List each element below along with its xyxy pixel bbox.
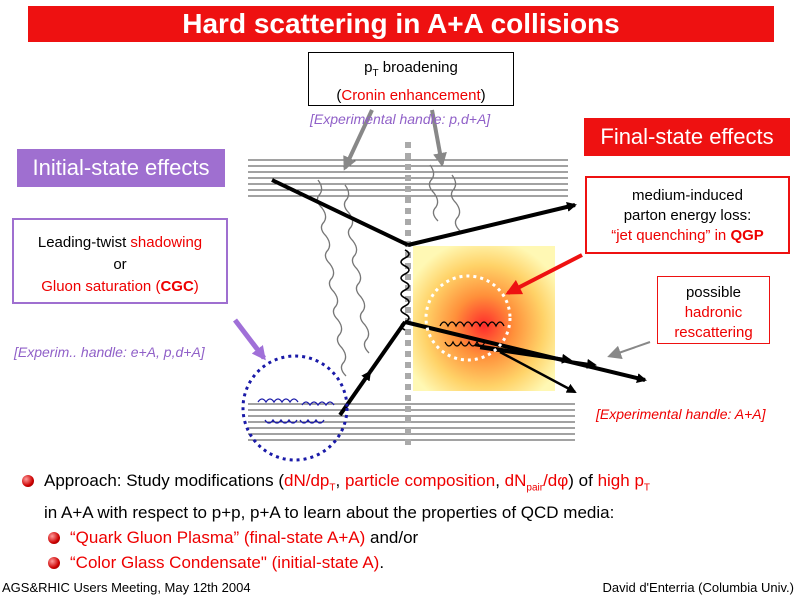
leading-twist-text: Leading-twist xyxy=(37,234,131,251)
page-title: Hard scattering in A+A collisions xyxy=(28,6,774,42)
bullet-qgp: “Quark Gluon Plasma” (final-state A+A) a… xyxy=(46,525,790,550)
jq-line1: medium-induced xyxy=(632,187,743,204)
jq-line2: parton energy loss: xyxy=(623,207,752,224)
bullet-icon xyxy=(48,557,60,570)
pt-subscript: T xyxy=(372,68,379,79)
jq-arrow xyxy=(505,253,583,295)
approach-line2: in A+A with respect to p+p, p+A to learn… xyxy=(44,503,615,523)
footer-right: David d'Enterria (Columbia Univ.) xyxy=(602,580,794,595)
parton-tracks xyxy=(271,178,647,417)
bullet-icon xyxy=(22,475,34,487)
hr-arrow xyxy=(607,341,651,359)
pt-broadening-text: broadening xyxy=(378,59,458,76)
paren-close: ) xyxy=(480,87,486,104)
handle-pdA: [Experimental handle: p,d+A] xyxy=(310,111,491,127)
or-text: or xyxy=(113,256,127,273)
medium-gluons xyxy=(439,321,505,347)
pt-arrow-left xyxy=(343,109,374,171)
pt-label: p xyxy=(364,59,373,76)
init-arrow xyxy=(233,318,266,361)
paren-close-2: ) xyxy=(193,278,199,295)
final-state-header: Final-state effects xyxy=(584,118,790,156)
handle-eA: [Experim.. handle: e+A, p,d+A] xyxy=(14,344,205,360)
cgc-circle xyxy=(241,354,349,462)
jq-line3: “jet quenching” in xyxy=(611,227,731,244)
footer-left: AGS&RHIC Users Meeting, May 12th 2004 xyxy=(2,580,251,595)
bullet-approach: Approach: Study modifications (dN/dpT, p… xyxy=(20,468,790,525)
gluon-coils xyxy=(316,164,461,377)
shadowing-box: Leading-twist shadowing or Gluon saturat… xyxy=(12,218,228,304)
jet-quenching-box: medium-induced parton energy loss: “jet … xyxy=(585,176,790,254)
pt-arrow-right xyxy=(430,109,447,167)
shadowing-text: shadowing xyxy=(130,234,203,251)
qgp-text: QGP xyxy=(730,227,764,244)
handle-AA: [Experimental handle: A+A] xyxy=(596,406,766,422)
hr-line3: rescattering xyxy=(674,324,753,341)
bullet-icon xyxy=(48,532,60,545)
cgc-gluons xyxy=(257,398,335,424)
hadronic-rescattering-box: possible hadronic rescattering xyxy=(657,276,770,344)
gluon-saturation-text: Gluon saturation ( xyxy=(41,278,161,295)
cgc-text: CGC xyxy=(160,278,194,295)
paren-open: ( xyxy=(336,87,342,104)
exchanged-gluon xyxy=(400,249,410,331)
cronin-text: Cronin enhancement xyxy=(341,87,481,104)
bullet-list: Approach: Study modifications (dN/dpT, p… xyxy=(20,468,790,575)
hr-line2: hadronic xyxy=(684,304,743,321)
qgp-medium xyxy=(413,246,555,391)
hr-line1: possible xyxy=(685,284,742,301)
bullet-cgc: “Color Glass Condensate" (initial-state … xyxy=(46,550,790,575)
pt-broadening-box: pT broadening (Cronin enhancement) xyxy=(308,52,514,106)
medium-circle xyxy=(424,274,512,362)
initial-state-header: Initial-state effects xyxy=(17,149,225,187)
